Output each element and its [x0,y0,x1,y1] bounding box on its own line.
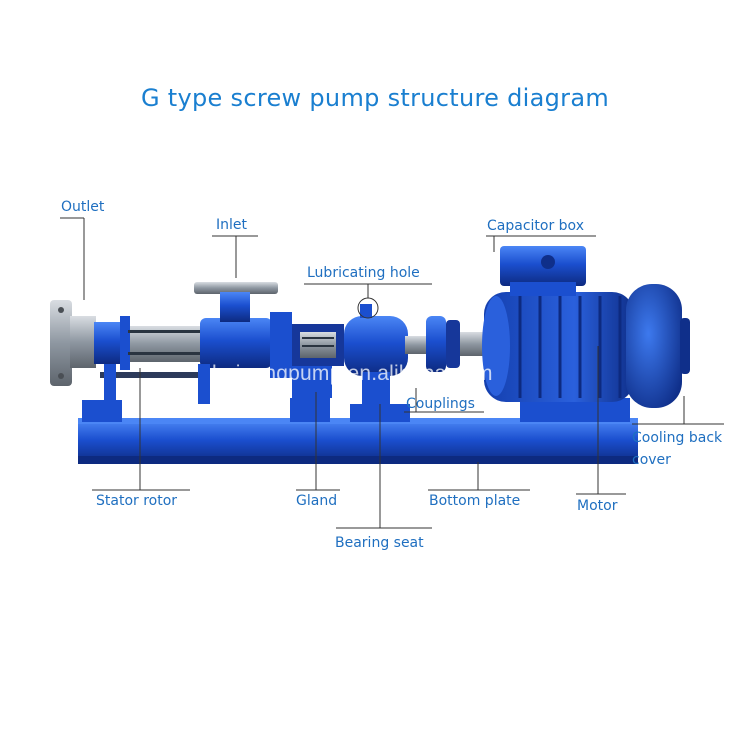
leader-lines [60,217,724,529]
label-couplings: Couplings [406,396,475,412]
label-gland: Gland [296,493,338,509]
outlet-flange [50,300,96,386]
label-capacitor-box: Capacitor box [487,218,584,234]
label-cooling-back-cover-line1: Cooling back [632,430,723,446]
bottom-plate [78,398,638,464]
label-outlet: Outlet [61,199,105,215]
label-stator-rotor: Stator rotor [96,493,178,509]
motor [482,292,634,402]
watermark-text: beigongpump.en.alibaba.com [212,362,493,385]
stator-tube [94,316,272,404]
gland-section [270,312,344,398]
inlet-flange [194,282,278,322]
label-bearing-seat: Bearing seat [335,535,424,551]
label-bottom-plate: Bottom plate [429,493,521,509]
label-inlet: Inlet [216,217,247,233]
label-cooling-back-cover-line2: cover [632,452,671,468]
bearing-housing [344,304,427,408]
label-lubricating-hole: Lubricating hole [307,265,420,281]
couplings [426,316,484,372]
label-motor: Motor [577,498,618,514]
cooling-back-cover [626,284,690,408]
capacitor-box [500,246,586,296]
diagram-title: G type screw pump structure diagram [140,84,610,112]
